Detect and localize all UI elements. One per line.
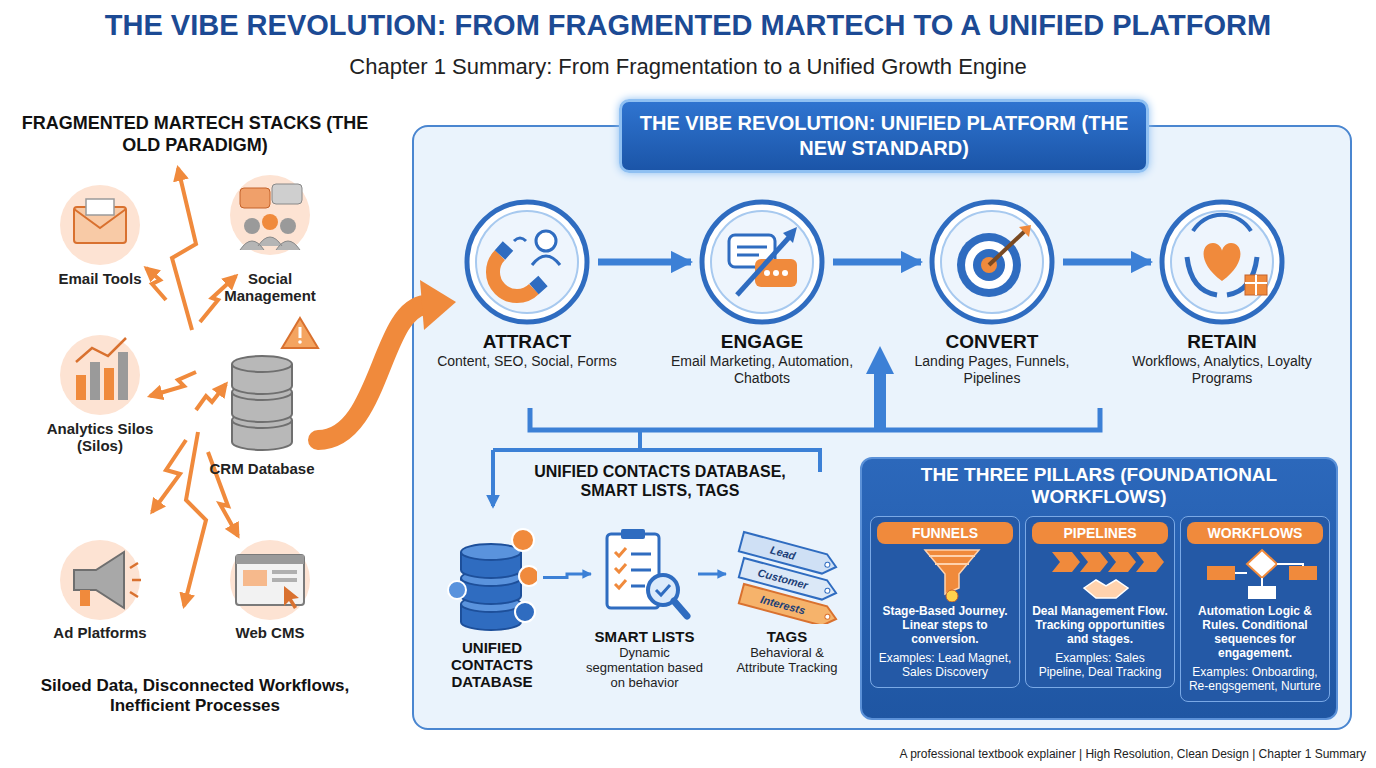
node-text: Examples: Sales Pipeline, Deal Tracking <box>1032 651 1168 679</box>
web-cms-icon <box>230 540 310 620</box>
node-text: Examples: Onboarding, Re-engsgement, Nur… <box>1187 665 1323 693</box>
social-icon <box>230 175 310 255</box>
stage-circle: CONVERTLanding Pages, Funnels, Pipelines <box>897 197 1087 387</box>
group-heading: UNIFIED CONTACTS DATABASE, SMART LISTS, … <box>510 462 810 500</box>
node-heading: THE VIBE REVOLUTION: UNIFIED PLATFORM (T… <box>619 99 1149 173</box>
flow-arrow <box>833 259 921 266</box>
tool-label: Email Tools <box>45 270 155 287</box>
node-text: Deal Management Flow. Tracking opportuni… <box>1032 604 1168 646</box>
tool-label: Ad Platforms <box>45 624 155 641</box>
node-heading: TAGS <box>727 628 847 645</box>
flow-icon <box>1187 544 1325 602</box>
db-icon <box>447 520 537 635</box>
node-heading: PIPELINES <box>1032 522 1168 544</box>
node-heading: ATTRACT <box>432 331 622 353</box>
stage-circle: RETAINWorkflows, Analytics, Loyalty Prog… <box>1127 197 1317 387</box>
node-heading: ENGAGE <box>667 331 857 353</box>
attract-icon <box>462 197 592 327</box>
node-text: Content, SEO, Social, Forms <box>432 353 622 370</box>
stage-circle: ATTRACTContent, SEO, Social, Forms <box>432 197 622 370</box>
page-title: THE VIBE REVOLUTION: FROM FRAGMENTED MAR… <box>0 8 1376 42</box>
node-heading: THE THREE PILLARS (FOUNDATIONAL WORKFLOW… <box>862 459 1336 513</box>
node-heading: SMART LISTS <box>582 628 707 645</box>
section-heading: FRAGMENTED MARTECH STACKS (THE OLD PARAD… <box>20 112 370 156</box>
node-heading: RETAIN <box>1127 331 1317 353</box>
engage-icon <box>697 197 827 327</box>
node-text: Dynamic segmentation based on behavior <box>582 645 707 690</box>
flow-arrow <box>698 573 726 576</box>
node-text: Landing Pages, Funnels, Pipelines <box>897 353 1087 387</box>
smart-list-item: SMART LISTSDynamic segmentation based on… <box>582 524 707 690</box>
pillar-card: PIPELINES Deal Management Flow. Tracking … <box>1025 516 1175 688</box>
pillars-box: THE THREE PILLARS (FOUNDATIONAL WORKFLOW… <box>860 457 1338 720</box>
node-heading: FUNNELS <box>877 522 1013 544</box>
tool-label: CRM Database <box>207 460 317 477</box>
node-text: Behavioral & Attribute Tracking <box>727 645 847 675</box>
node-text: Workflows, Analytics, Loyalty Programs <box>1127 353 1317 387</box>
node-text: Stage-Based Journey. Linear steps to con… <box>877 604 1013 646</box>
tool-label: Social Management <box>215 270 325 304</box>
node-heading: CONVERT <box>897 331 1087 353</box>
tool-label: Analytics Silos (Silos) <box>45 420 155 454</box>
ad-icon <box>60 540 141 620</box>
node-heading: WORKFLOWS <box>1187 522 1323 544</box>
funnel-icon <box>877 544 1015 602</box>
pillar-card: WORKFLOWS Automation Logic & Rules. Condi… <box>1180 516 1330 702</box>
email-icon <box>60 185 140 265</box>
analytics-icon <box>60 335 140 415</box>
warning-icon <box>282 318 318 348</box>
pipeline-icon <box>1032 544 1170 602</box>
node-text: Automation Logic & Rules. Conditional se… <box>1187 604 1323 660</box>
crm-database-icon <box>232 356 292 450</box>
summary-note: Siloed Data, Disconnected Workflows, Ine… <box>20 676 370 716</box>
chaos-arrows <box>146 168 238 606</box>
stage-circle: ENGAGEEmail Marketing, Automation, Chatb… <box>667 197 857 387</box>
convert-icon <box>927 197 1057 327</box>
flow-arrow <box>1063 259 1151 266</box>
pillar-card: FUNNELS Stage-Based Journey. Linear steps… <box>870 516 1020 688</box>
node-text: Examples: Lead Magnet, Sales Discovery <box>877 651 1013 679</box>
caption: A professional textbook explainer | High… <box>840 747 1366 762</box>
database-item: UNIFIED CONTACTS DATABASE <box>432 520 552 690</box>
subtitle: Chapter 1 Summary: From Fragmentation to… <box>0 54 1376 80</box>
tool-label: Web CMS <box>215 624 325 641</box>
flow-arrow <box>598 259 691 266</box>
node-text: Email Marketing, Automation, Chatbots <box>667 353 857 387</box>
retain-icon <box>1157 197 1287 327</box>
node-heading: UNIFIED CONTACTS DATABASE <box>432 639 552 690</box>
lists-icon <box>597 524 692 624</box>
